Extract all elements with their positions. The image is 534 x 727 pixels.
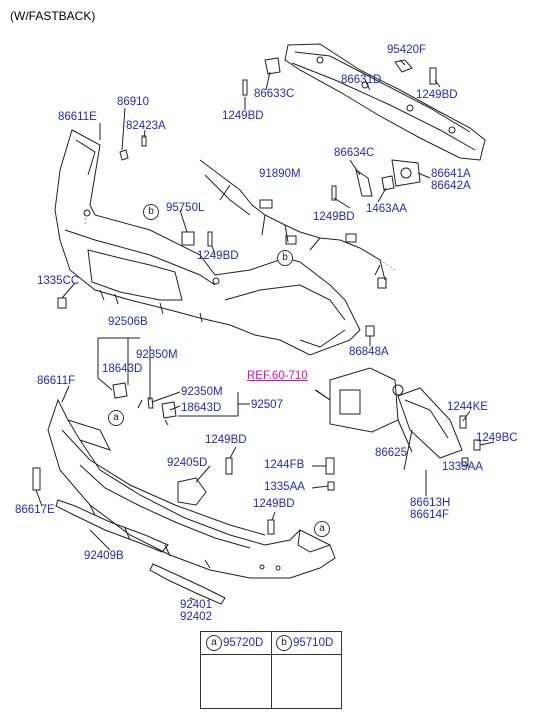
callout-1249BD-a[interactable]: 1249BD bbox=[222, 110, 264, 122]
legend-header-b: b 95710D bbox=[271, 632, 341, 655]
callout-86633C[interactable]: 86633C bbox=[254, 88, 295, 100]
callout-1249BD-c[interactable]: 1249BD bbox=[197, 250, 239, 262]
callout-18643D-b[interactable]: 18643D bbox=[181, 402, 222, 414]
callout-86848A[interactable]: 86848A bbox=[349, 346, 389, 358]
callout-1244FB[interactable]: 1244FB bbox=[264, 459, 305, 471]
wiring-harness bbox=[199, 159, 386, 281]
lower-bumper-cover bbox=[47, 398, 336, 579]
diffuser-strip bbox=[55, 499, 169, 553]
legend-marker-b: b bbox=[276, 635, 292, 651]
callout-92507[interactable]: 92507 bbox=[251, 399, 283, 411]
marker-b-right: b bbox=[277, 250, 293, 266]
callout-18643D-a[interactable]: 18643D bbox=[102, 363, 143, 375]
marker-a-left: a bbox=[108, 410, 124, 426]
marker-a-lower: a bbox=[314, 521, 330, 537]
callout-1249BD-b[interactable]: 1249BD bbox=[416, 89, 458, 101]
callout-1244KE[interactable]: 1244KE bbox=[447, 401, 488, 413]
callout-1335AA-b[interactable]: 1335AA bbox=[264, 481, 305, 493]
callout-1249BD-e[interactable]: 1249BD bbox=[205, 434, 247, 446]
callout-86613H[interactable]: 86613H bbox=[410, 497, 451, 509]
callout-1249BD-f[interactable]: 1249BD bbox=[253, 498, 295, 510]
callout-92350M-a[interactable]: 92350M bbox=[136, 349, 178, 361]
callout-86611E[interactable]: 86611E bbox=[58, 111, 97, 123]
callout-1249BD-d[interactable]: 1249BD bbox=[313, 211, 355, 223]
callout-92350M-b[interactable]: 92350M bbox=[181, 386, 223, 398]
callout-92409B[interactable]: 92409B bbox=[84, 550, 124, 562]
callout-91890M[interactable]: 91890M bbox=[259, 168, 301, 180]
upper-bumper-cover bbox=[54, 129, 361, 356]
callout-86642A[interactable]: 86642A bbox=[431, 180, 471, 192]
callout-86617E[interactable]: 86617E bbox=[15, 504, 55, 516]
legend-code-a[interactable]: 95720D bbox=[223, 637, 264, 649]
callout-86625[interactable]: 86625 bbox=[375, 447, 407, 459]
legend-header-a: a 95720D bbox=[201, 632, 272, 655]
callout-1335CC[interactable]: 1335CC bbox=[37, 275, 80, 287]
callout-86641A[interactable]: 86641A bbox=[431, 168, 471, 180]
callout-92401[interactable]: 92401 bbox=[180, 599, 212, 611]
callout-92405D[interactable]: 92405D bbox=[167, 457, 208, 469]
legend-cell-a bbox=[201, 654, 272, 708]
callout-95750L[interactable]: 95750L bbox=[166, 202, 205, 214]
legend-cell-b bbox=[271, 654, 341, 708]
reinforcement-beam bbox=[284, 43, 486, 161]
callout-1249BC[interactable]: 1249BC bbox=[476, 432, 518, 444]
callout-1335AA-a[interactable]: 1335AA bbox=[442, 461, 483, 473]
callout-86631D[interactable]: 86631D bbox=[341, 74, 382, 86]
ref-link[interactable]: REF.60-710 bbox=[247, 370, 308, 382]
callout-1463AA[interactable]: 1463AA bbox=[366, 203, 407, 215]
callout-86634C[interactable]: 86634C bbox=[334, 147, 375, 159]
legend-marker-a: a bbox=[206, 635, 222, 651]
variant-header: (W/FASTBACK) bbox=[10, 9, 96, 23]
callout-86910[interactable]: 86910 bbox=[117, 96, 149, 108]
callout-95420F[interactable]: 95420F bbox=[387, 44, 427, 56]
legend-code-b[interactable]: 95710D bbox=[293, 637, 334, 649]
lower-strip bbox=[149, 563, 226, 605]
callout-92506B[interactable]: 92506B bbox=[108, 316, 148, 328]
sensor-legend: a 95720D b 95710D bbox=[200, 631, 342, 709]
callout-92402[interactable]: 92402 bbox=[180, 611, 212, 623]
marker-b-upper: b bbox=[143, 204, 159, 220]
callout-86611F[interactable]: 86611F bbox=[37, 375, 76, 387]
callout-82423A[interactable]: 82423A bbox=[126, 120, 166, 132]
callout-86614F[interactable]: 86614F bbox=[410, 509, 450, 521]
